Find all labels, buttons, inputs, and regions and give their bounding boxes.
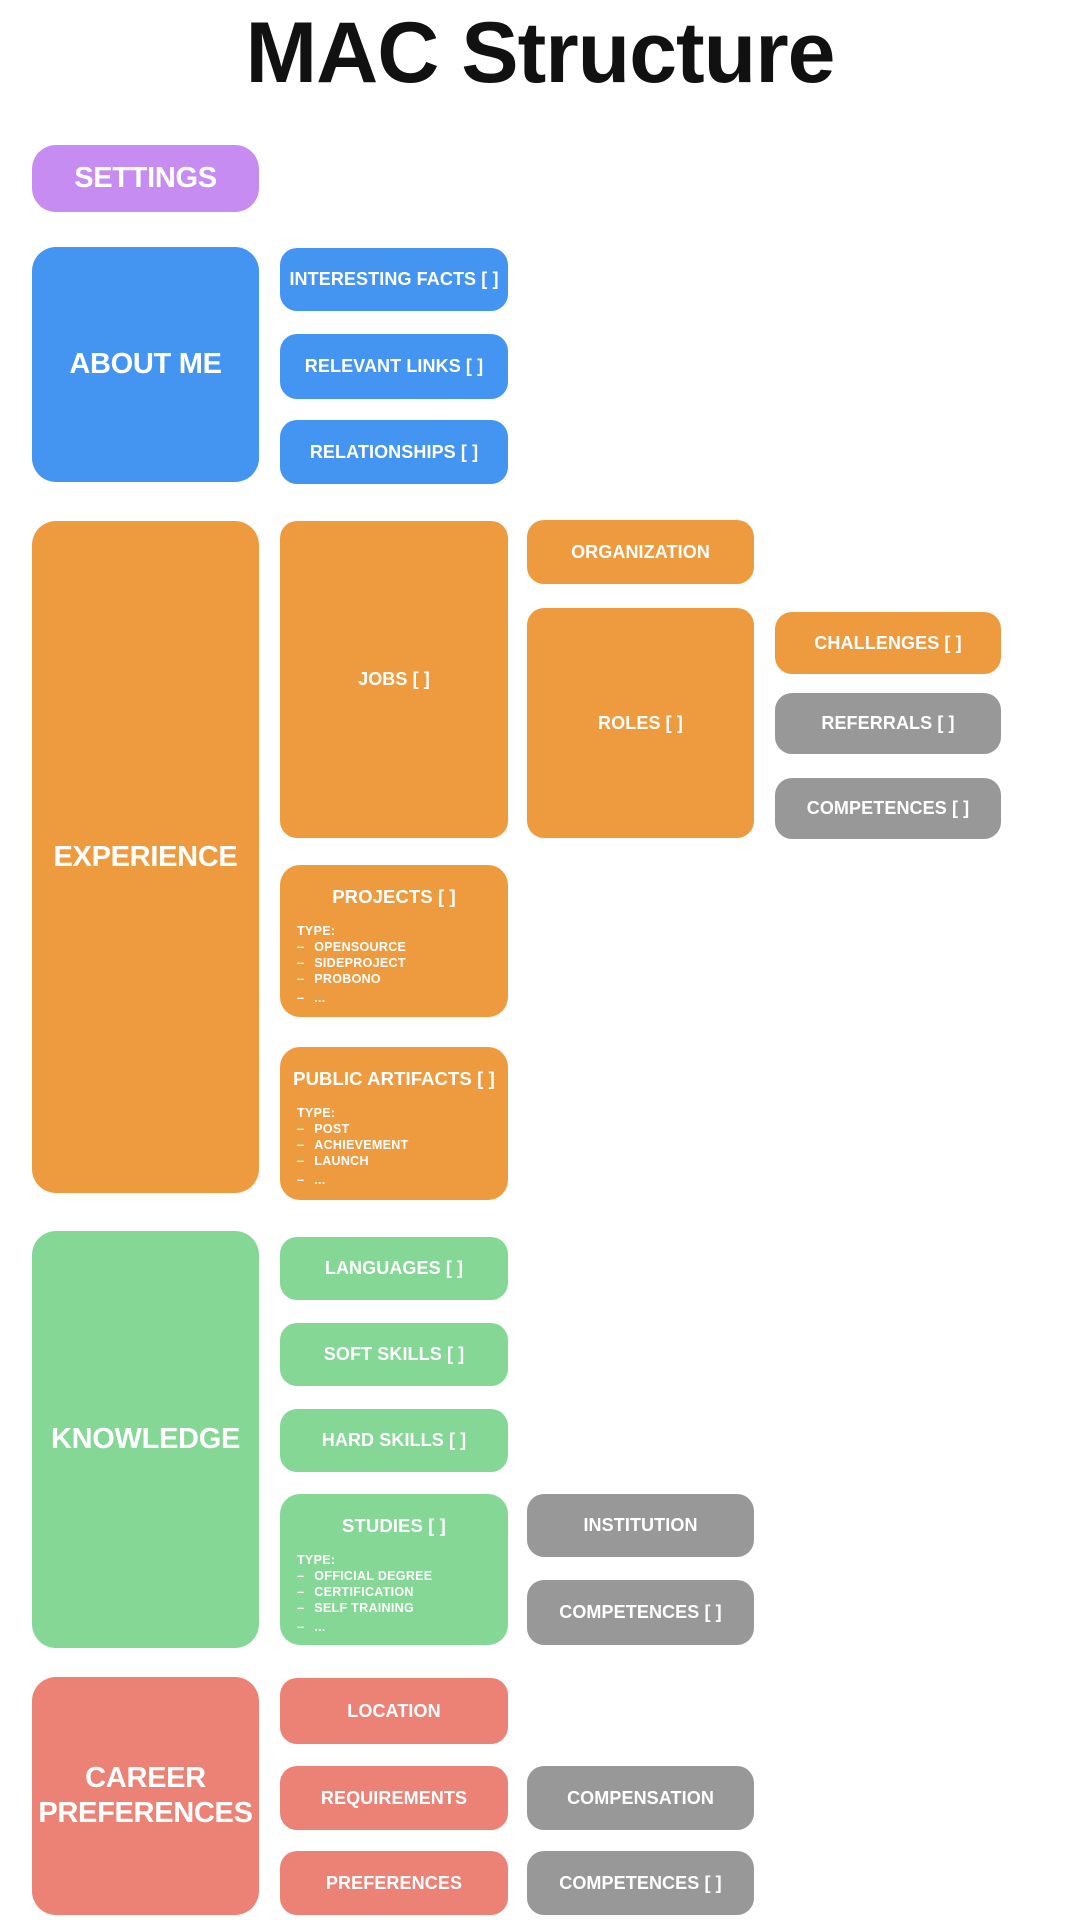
dash-bullet: – [297,1122,305,1136]
dash-bullet: – [297,1173,305,1187]
type-item-text: OFFICIAL DEGREE [314,1569,433,1583]
node-label: COMPENSATION [567,1787,714,1808]
node-label: PROJECTS [ ] [332,886,456,907]
type-item-text: OPENSOURCE [314,940,407,954]
dash-bullet: – [297,1601,305,1615]
node-preferences[interactable]: PREFERENCES [280,1851,508,1915]
page-title: MAC Structure [245,5,835,101]
node-label: COMPETENCES [ ] [559,1602,722,1622]
type-list-item: –POST [297,1121,508,1137]
node-knowledge[interactable]: KNOWLEDGE [32,1231,259,1648]
type-list-item: –LAUNCH [297,1153,508,1169]
type-list-item: –... [297,990,508,1006]
type-list: TYPE: –OPENSOURCE –SIDEPROJECT –PROBONO … [297,923,508,1006]
type-item-text: POST [314,1122,350,1136]
node-label: PUBLIC ARTIFACTS [ ] [293,1068,495,1089]
node-label: ORGANIZATION [571,541,710,562]
dash-bullet: – [297,991,305,1005]
type-caption: TYPE: [297,924,336,938]
dash-bullet: – [297,940,305,954]
type-list-item: –... [297,1619,508,1635]
type-list: TYPE: –OFFICIAL DEGREE –CERTIFICATION –S… [297,1552,508,1635]
node-label: INSTITUTION [583,1515,698,1535]
node-label: EXPERIENCE [53,840,238,873]
type-list-item: –PROBONO [297,971,508,987]
node-label: HARD SKILLS [ ] [321,1430,467,1450]
node-organization[interactable]: ORGANIZATION [527,520,754,584]
type-item-text: CERTIFICATION [314,1585,414,1599]
node-requirements[interactable]: REQUIREMENTS [280,1766,508,1830]
node-languages[interactable]: LANGUAGES [ ] [280,1237,508,1300]
type-item-text: ACHIEVEMENT [314,1138,409,1152]
dash-bullet: – [297,1585,305,1599]
node-label: RELATIONSHIPS [ ] [309,441,479,462]
node-roles[interactable]: ROLES [ ] [527,608,754,838]
type-item-text: ... [314,1620,326,1634]
node-interesting-facts[interactable]: INTERESTING FACTS [ ] [280,248,508,311]
type-list-item: –OPENSOURCE [297,939,508,955]
node-projects[interactable]: PROJECTS [ ] TYPE: –OPENSOURCE –SIDEPROJ… [280,865,508,1017]
type-item-text: SIDEPROJECT [314,956,406,970]
node-relationships[interactable]: RELATIONSHIPS [ ] [280,420,508,484]
node-label: RELEVANT LINKS [ ] [304,356,484,376]
type-list-item: –CERTIFICATION [297,1584,508,1600]
node-career-preferences[interactable]: CAREER PREFERENCES [32,1677,259,1915]
node-label: LANGUAGES [ ] [324,1258,464,1278]
node-label: JOBS [ ] [358,669,430,689]
dash-bullet: – [297,1138,305,1152]
type-list-item: –SIDEPROJECT [297,955,508,971]
node-hard-skills[interactable]: HARD SKILLS [ ] [280,1409,508,1472]
node-location[interactable]: LOCATION [280,1678,508,1744]
type-list-item: –ACHIEVEMENT [297,1137,508,1153]
type-item-text: LAUNCH [314,1154,369,1168]
node-soft-skills[interactable]: SOFT SKILLS [ ] [280,1323,508,1386]
dash-bullet: – [297,956,305,970]
node-label: CHALLENGES [ ] [814,632,962,653]
node-label: INTERESTING FACTS [ ] [289,269,499,289]
node-referrals[interactable]: REFERRALS [ ] [775,693,1001,754]
node-competences-studies[interactable]: COMPETENCES [ ] [527,1580,754,1645]
node-label: SETTINGS [74,162,217,195]
node-jobs[interactable]: JOBS [ ] [280,521,508,838]
node-label: SOFT SKILLS [ ] [323,1344,465,1364]
node-relevant-links[interactable]: RELEVANT LINKS [ ] [280,334,508,399]
node-label: CAREER PREFERENCES [38,1762,253,1829]
node-experience[interactable]: EXPERIENCE [32,521,259,1193]
node-label: REFERRALS [ ] [821,713,955,733]
type-list-item: –... [297,1172,508,1188]
dash-bullet: – [297,972,305,986]
type-item-text: PROBONO [314,972,381,986]
node-label: COMPETENCES [ ] [559,1872,722,1893]
dash-bullet: – [297,1569,305,1583]
type-list: TYPE: –POST –ACHIEVEMENT –LAUNCH –... [297,1105,508,1188]
dash-bullet: – [297,1154,305,1168]
node-institution[interactable]: INSTITUTION [527,1494,754,1557]
node-label: ABOUT ME [69,348,222,381]
dash-bullet: – [297,1620,305,1634]
node-label: KNOWLEDGE [50,1423,240,1456]
type-list-item: –SELF TRAINING [297,1600,508,1616]
node-settings[interactable]: SETTINGS [32,145,259,212]
node-competences-career[interactable]: COMPETENCES [ ] [527,1851,754,1915]
node-public-artifacts[interactable]: PUBLIC ARTIFACTS [ ] TYPE: –POST –ACHIEV… [280,1047,508,1200]
type-item-text: ... [314,1173,326,1187]
type-item-text: ... [314,991,326,1005]
node-label: STUDIES [ ] [342,1515,446,1536]
type-caption: TYPE: [297,1553,336,1567]
type-caption: TYPE: [297,1106,336,1120]
type-list-item: –OFFICIAL DEGREE [297,1568,508,1584]
node-challenges[interactable]: CHALLENGES [ ] [775,612,1001,674]
node-label: COMPETENCES [ ] [806,798,970,818]
node-label: ROLES [ ] [598,712,683,733]
node-about-me[interactable]: ABOUT ME [32,247,259,482]
node-studies[interactable]: STUDIES [ ] TYPE: –OFFICIAL DEGREE –CERT… [280,1494,508,1645]
node-competences-roles[interactable]: COMPETENCES [ ] [775,778,1001,839]
node-label: REQUIREMENTS [320,1787,468,1808]
node-label: LOCATION [347,1700,441,1721]
type-item-text: SELF TRAINING [314,1601,414,1615]
node-compensation[interactable]: COMPENSATION [527,1766,754,1830]
node-label: PREFERENCES [325,1872,463,1893]
